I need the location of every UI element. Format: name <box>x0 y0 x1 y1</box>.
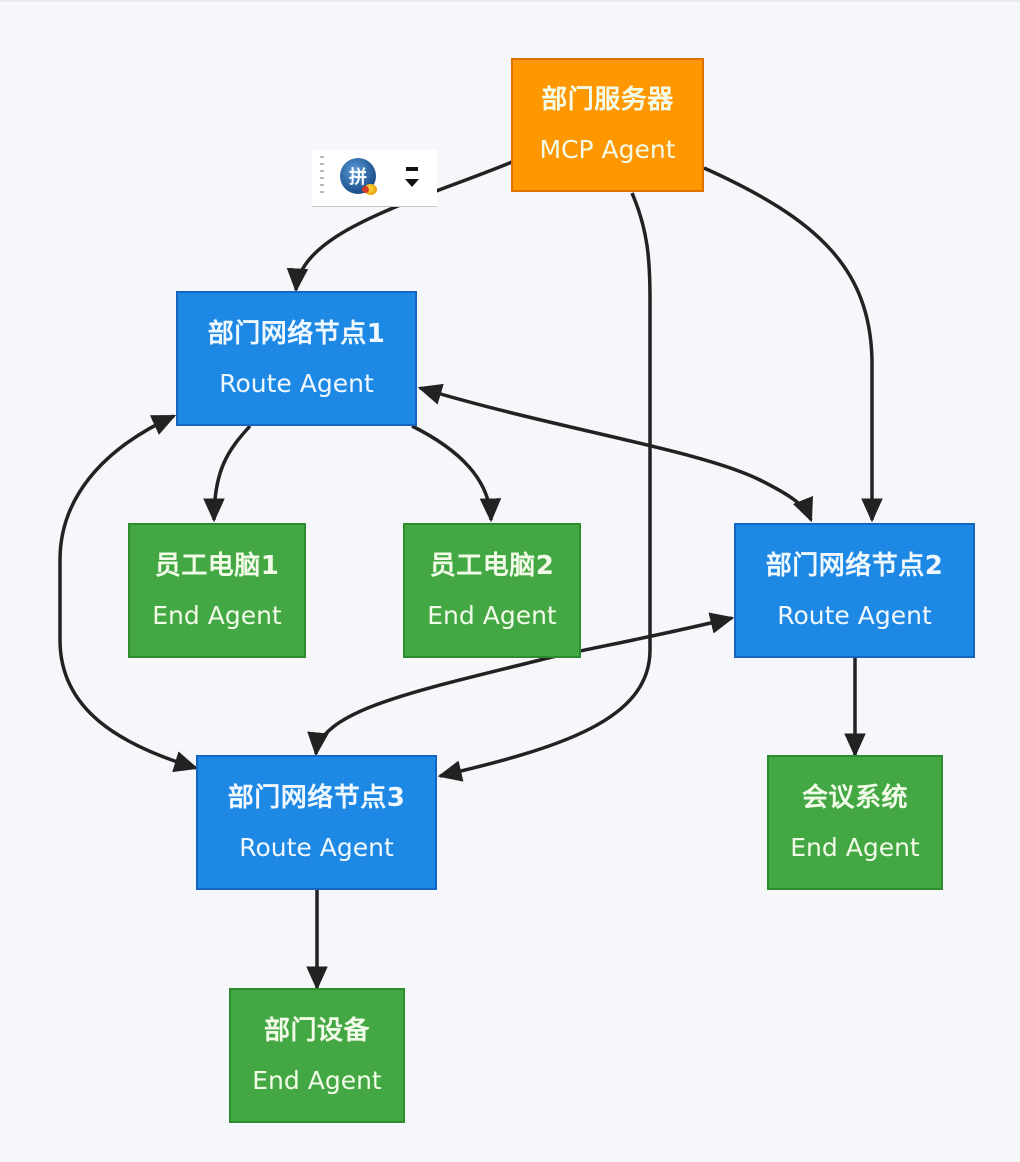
node-role: MCP Agent <box>539 135 676 164</box>
floating-toolbar: 拼 <box>312 150 437 207</box>
node-title: 员工电脑2 <box>429 550 555 581</box>
node-role: Route Agent <box>777 600 932 630</box>
node-route1[interactable]: 部门网络节点1 Route Agent <box>176 291 417 426</box>
node-pc2[interactable]: 员工电脑2 End Agent <box>403 523 581 658</box>
node-role: End Agent <box>427 600 557 630</box>
chevron-down-icon <box>405 179 419 187</box>
app-logo-glyph: 拼 <box>349 167 367 188</box>
node-role: End Agent <box>790 832 920 862</box>
node-role: Route Agent <box>219 368 374 398</box>
menu-dropdown-icon[interactable] <box>404 165 420 193</box>
node-title: 会议系统 <box>801 782 908 813</box>
menu-bar-icon <box>406 167 418 171</box>
node-server[interactable]: 部门服务器 MCP Agent <box>511 58 704 192</box>
edge-route1-pc1 <box>203 424 252 523</box>
node-route2[interactable]: 部门网络节点2 Route Agent <box>734 523 975 658</box>
node-title: 部门网络节点1 <box>207 318 386 349</box>
node-title: 部门网络节点3 <box>227 782 406 813</box>
node-title: 员工电脑1 <box>154 550 280 581</box>
node-device[interactable]: 部门设备 End Agent <box>229 988 405 1123</box>
edge-route1-pc2 <box>411 424 502 523</box>
app-logo-badge-icon <box>364 184 377 195</box>
edge-server-route2 <box>703 166 883 523</box>
edge-route2-route3 <box>307 612 735 757</box>
node-role: Route Agent <box>239 832 394 862</box>
edge-server-route1 <box>286 160 513 293</box>
node-role: End Agent <box>152 600 282 630</box>
edge-route1-route2 <box>417 383 813 523</box>
node-role: End Agent <box>252 1065 382 1095</box>
node-title: 部门服务器 <box>541 85 674 115</box>
node-route3[interactable]: 部门网络节点3 Route Agent <box>196 755 437 890</box>
edge-route1-route3 <box>58 414 199 773</box>
edge-server-route3 <box>437 192 652 782</box>
node-meeting[interactable]: 会议系统 End Agent <box>767 755 943 890</box>
app-logo-badge-dot <box>362 186 369 193</box>
grip-handle-icon[interactable] <box>320 156 324 198</box>
node-title: 部门设备 <box>263 1015 370 1046</box>
node-title: 部门网络节点2 <box>765 550 944 581</box>
top-border <box>0 0 1020 2</box>
node-pc1[interactable]: 员工电脑1 End Agent <box>128 523 306 658</box>
